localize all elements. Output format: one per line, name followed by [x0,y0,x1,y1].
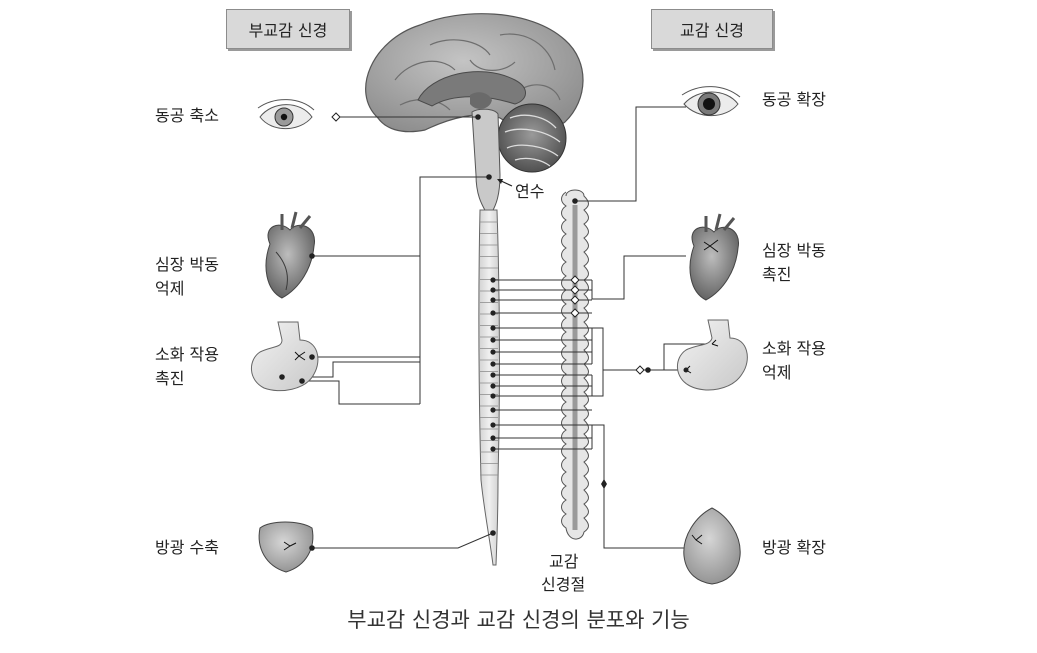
symp-heart-bundle [591,255,686,300]
spinal-nerve-origin-dot [490,393,496,399]
right-stomach [677,319,748,391]
label-ganglion-1: 교감 [549,552,579,571]
right-eye [681,86,741,117]
para-bladder-nerve [312,532,494,549]
spinal-nerve-origin-dot [490,325,496,331]
para-vagus-nerve [419,176,489,404]
spinal-nerve-origin-dot [490,422,496,428]
spinal-cord [478,209,500,566]
label-heart-inhibit-2: 억제 [155,279,185,298]
ganglion-synapse-marker [570,295,580,305]
spinal-nerve-origin-dot [490,361,496,367]
sympathetic-header-text: 교감 신경 [680,21,744,40]
label-pupil-dilation: 동공 확장 [762,90,826,109]
spinal-cord-segments [480,221,498,476]
sympathetic-ganglion-chain [561,189,589,540]
symp-stomach-bundle [592,327,710,371]
spinal-nerve-origin-dot [490,407,496,413]
spinal-nerve-origin-dot [490,435,496,441]
ganglion-synapse-marker [570,308,580,318]
right-bladder [683,507,741,585]
sympathetic-header: 교감 신경 [651,9,773,49]
cerebellum [497,103,567,173]
spinal-nerve-origin-dot [490,337,496,343]
right-heart [689,213,739,301]
figure-caption: 부교감 신경과 교감 신경의 분포와 기능 [347,608,690,632]
left-eye [257,99,315,130]
label-digest-inhibit-1: 소화 작용 [762,339,826,358]
spinal-nerve-origin-dot [490,349,496,355]
label-heart-promote-2: 촉진 [762,265,792,284]
parasympathetic-header-text: 부교감 신경 [248,21,328,40]
spinal-nerve-origin-dot [490,310,496,316]
left-stomach [251,321,319,392]
label-digest-inhibit-2: 억제 [762,363,792,382]
spinal-nerve-origin-dot [490,383,496,389]
left-bladder [258,521,314,573]
parasympathetic-header: 부교감 신경 [226,9,350,49]
spinal-nerve-origin-dot [490,287,496,293]
label-bladder-contract: 방광 수축 [155,538,219,557]
label-digest-promote-2: 촉진 [155,369,185,388]
ganglion-synapse-marker [570,275,580,285]
left-heart [265,211,315,299]
label-pupil-constriction: 동공 축소 [155,106,219,125]
spinal-nerve-origin-dot [490,372,496,378]
brain [365,13,584,133]
para-stomach-nerve-3 [302,380,420,405]
ganglion-synapse-marker [570,285,580,295]
label-ganglion-2: 신경절 [541,575,586,594]
brainstem [471,108,501,213]
spinal-nerve-origin-dot [490,297,496,303]
symp-pupil-nerve [575,106,686,202]
label-bladder-relax: 방광 확장 [762,538,826,557]
synapse-markers [279,112,689,551]
nerve-lines [282,106,710,549]
symp-bladder-nerve [592,424,688,549]
spinal-nerve-rows [490,275,593,452]
label-digest-promote-1: 소화 작용 [155,345,219,364]
label-medulla: 연수 [515,182,545,201]
label-heart-inhibit-1: 심장 박동 [155,255,219,274]
spinal-nerve-origin-dot [490,277,496,283]
label-heart-promote-1: 심장 박동 [762,241,826,260]
spinal-nerve-origin-dot [490,446,496,452]
